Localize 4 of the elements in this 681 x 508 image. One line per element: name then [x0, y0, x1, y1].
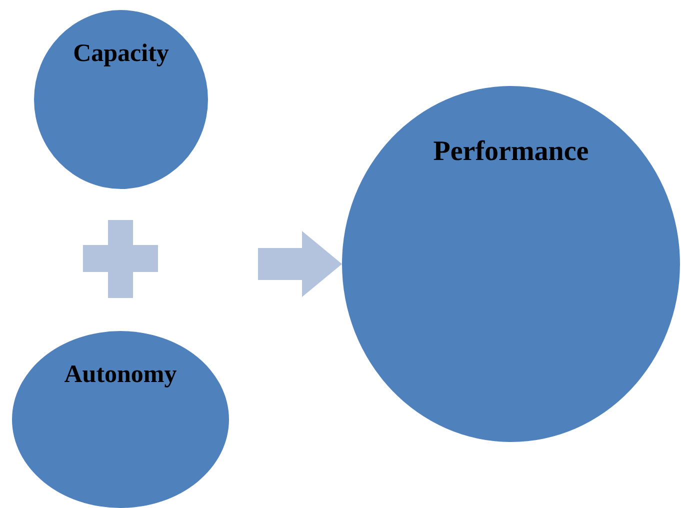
- node-label: Capacity: [72, 40, 170, 68]
- block-arrow: [258, 231, 342, 297]
- node-label: Performance: [432, 136, 590, 168]
- node-label: Autonomy: [63, 361, 178, 389]
